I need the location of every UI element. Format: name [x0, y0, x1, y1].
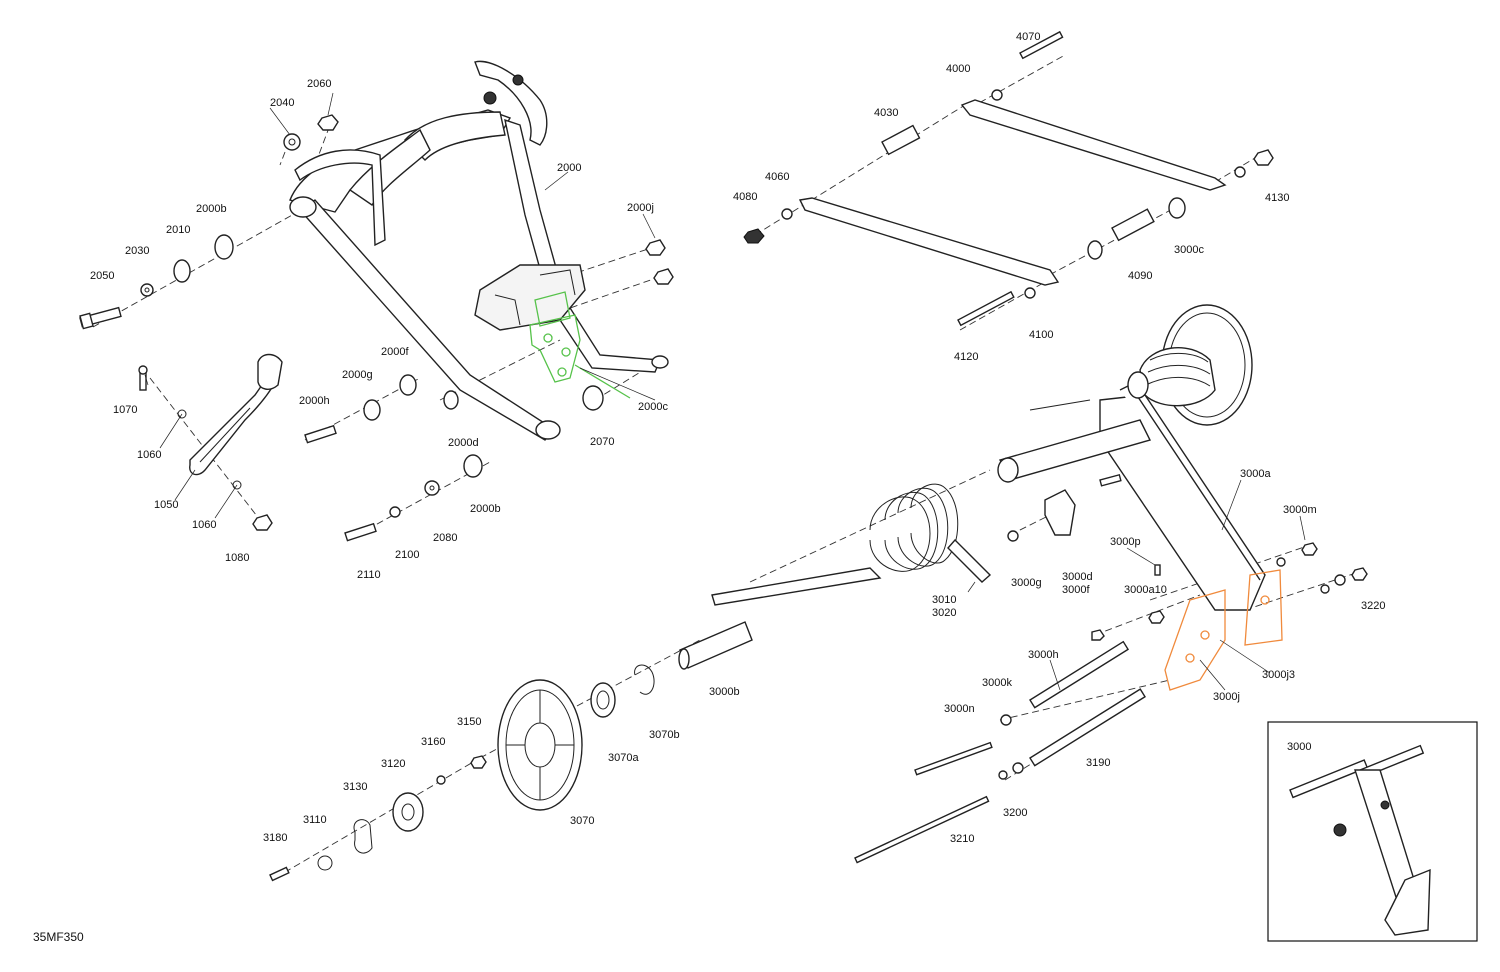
label-3000b: 3000b: [709, 686, 740, 698]
label-2080: 2080: [433, 532, 457, 544]
label-3000m: 3000m: [1283, 504, 1317, 516]
label-3010: 3010: [932, 594, 956, 606]
label-3000n: 3000n: [944, 703, 975, 715]
label-4030: 4030: [874, 107, 898, 119]
label-2100: 2100: [395, 549, 419, 561]
label-3160: 3160: [421, 736, 445, 748]
label-2000f: 2000f: [381, 346, 409, 358]
label-2000h: 2000h: [299, 395, 330, 407]
frame-2000: [289, 60, 669, 441]
lever-1050: [138, 353, 283, 531]
label-2110: 2110: [357, 569, 381, 581]
leader-lines: [144, 92, 1306, 691]
label-3110: 3110: [303, 814, 327, 826]
label-3070a: 3070a: [608, 752, 639, 764]
label-4090: 4090: [1128, 270, 1152, 282]
plate-3000j-highlight: [1164, 569, 1283, 691]
label-1080: 1080: [225, 552, 249, 564]
label-3000a: 3000a: [1240, 468, 1271, 480]
label-1060-bottom: 1060: [192, 519, 216, 531]
label-2000j: 2000j: [627, 202, 654, 214]
label-1050: 1050: [154, 499, 178, 511]
label-2040: 2040: [270, 97, 294, 109]
label-3200: 3200: [1003, 807, 1027, 819]
label-3070: 3070: [570, 815, 594, 827]
label-3210: 3210: [950, 833, 974, 845]
label-4130: 4130: [1265, 192, 1289, 204]
label-3130: 3130: [343, 781, 367, 793]
label-2000g: 2000g: [342, 369, 373, 381]
label-1070: 1070: [113, 404, 137, 416]
label-4120: 4120: [954, 351, 978, 363]
label-3000p: 3000p: [1110, 536, 1141, 548]
label-3000g: 3000g: [1011, 577, 1042, 589]
inset-label: 3000: [1287, 741, 1311, 753]
label-3000f: 3000f: [1062, 584, 1090, 596]
bracket-2000c-highlight: [529, 291, 631, 399]
label-3150: 3150: [457, 716, 481, 728]
label-2050: 2050: [90, 270, 114, 282]
label-3000j: 3000j: [1213, 691, 1240, 703]
label-2010: 2010: [166, 224, 190, 236]
label-2000c: 2000c: [638, 401, 668, 413]
label-2070: 2070: [590, 436, 614, 448]
label-3000h: 3000h: [1028, 649, 1059, 661]
sleeve-3000b: [678, 621, 753, 670]
label-2000: 2000: [557, 162, 581, 174]
label-3190: 3190: [1086, 757, 1110, 769]
label-3000c: 3000c: [1174, 244, 1204, 256]
hardware-2000-group: [79, 114, 674, 542]
label-3070b: 3070b: [649, 729, 680, 741]
label-3000d: 3000d: [1062, 571, 1093, 583]
diagram-code: 35MF350: [33, 930, 84, 944]
label-3020: 3020: [932, 607, 956, 619]
torsion-spring-3010: [711, 483, 992, 606]
label-4100: 4100: [1029, 329, 1053, 341]
wheel-3070: [497, 664, 655, 811]
label-3000j3: 3000j3: [1262, 669, 1295, 681]
label-4000: 4000: [946, 63, 970, 75]
label-4070: 4070: [1016, 31, 1040, 43]
label-3220: 3220: [1361, 600, 1385, 612]
label-3120: 3120: [381, 758, 405, 770]
label-2000d: 2000d: [448, 437, 479, 449]
label-4060: 4060: [765, 171, 789, 183]
label-3180: 3180: [263, 832, 287, 844]
label-2060: 2060: [307, 78, 331, 90]
label-3000k: 3000k: [982, 677, 1012, 689]
hub-hardware-3100: [269, 755, 487, 882]
part-callout-labels: 2000 2040 2060 2000b 2010 2030 2050 2000…: [33, 31, 1385, 944]
label-2000b: 2000b: [196, 203, 227, 215]
tie-rod-assembly-4000: [743, 30, 1274, 327]
swing-arm-3000: [997, 304, 1266, 611]
label-2030: 2030: [125, 245, 149, 257]
label-2000b-lower: 2000b: [470, 503, 501, 515]
label-1060-top: 1060: [137, 449, 161, 461]
inset-3000-box: [1267, 721, 1478, 942]
pins-3000h-3210: [854, 542, 1368, 864]
label-3000a10: 3000a10: [1124, 584, 1167, 596]
label-4080: 4080: [733, 191, 757, 203]
